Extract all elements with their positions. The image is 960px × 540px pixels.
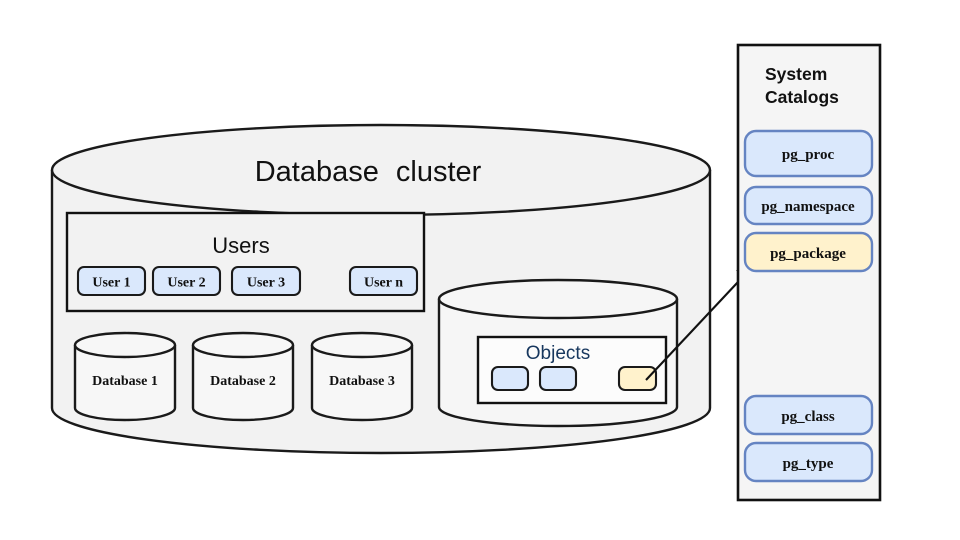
user-node-label: User 2 xyxy=(167,276,205,291)
users-group: Users User 1 User 2 User 3 User n xyxy=(65,211,426,313)
catalog-pg-package: pg_package xyxy=(743,231,874,273)
system-catalogs-title-line1: System xyxy=(765,64,827,84)
user-node-3: User 3 xyxy=(230,265,302,297)
catalog-label: pg_type xyxy=(783,456,834,472)
user-node-n: User n xyxy=(348,265,419,297)
user-node-label: User n xyxy=(364,276,403,291)
database-label: Database 3 xyxy=(329,374,395,389)
database-1-cylinder: Database 1 xyxy=(73,331,177,422)
system-catalogs-title-line2: Catalogs xyxy=(765,87,839,107)
catalog-pg-type: pg_type xyxy=(743,441,874,483)
objects-cylinder: Objects xyxy=(437,278,679,428)
database-2-cylinder: Database 2 xyxy=(191,331,295,422)
catalog-label: pg_proc xyxy=(782,147,835,163)
user-node-2: User 2 xyxy=(151,265,222,297)
catalog-label: pg_namespace xyxy=(761,199,855,215)
database-label: Database 1 xyxy=(92,374,158,389)
users-title: Users xyxy=(212,233,269,258)
cluster-title: Database cluster xyxy=(255,156,482,188)
catalog-label: pg_class xyxy=(781,409,835,425)
catalog-pg-namespace: pg_namespace xyxy=(743,185,874,226)
users-box xyxy=(65,211,426,313)
database-3-cylinder: Database 3 xyxy=(310,331,414,422)
system-catalogs-panel: System Catalogs pg_proc pg_namespace pg_… xyxy=(736,43,882,502)
object-to-pg-package-arrow xyxy=(645,264,755,381)
database-label: Database 2 xyxy=(210,374,276,389)
user-node-label: User 1 xyxy=(92,276,130,291)
user-node-1: User 1 xyxy=(76,265,147,297)
catalog-label: pg_package xyxy=(770,246,846,262)
object-node-1 xyxy=(490,365,530,392)
objects-title: Objects xyxy=(526,343,590,364)
object-node-highlighted xyxy=(617,365,658,392)
catalog-pg-proc: pg_proc xyxy=(743,129,874,178)
object-node-2 xyxy=(538,365,578,392)
catalog-pg-class: pg_class xyxy=(743,394,874,436)
user-node-label: User 3 xyxy=(247,276,285,291)
